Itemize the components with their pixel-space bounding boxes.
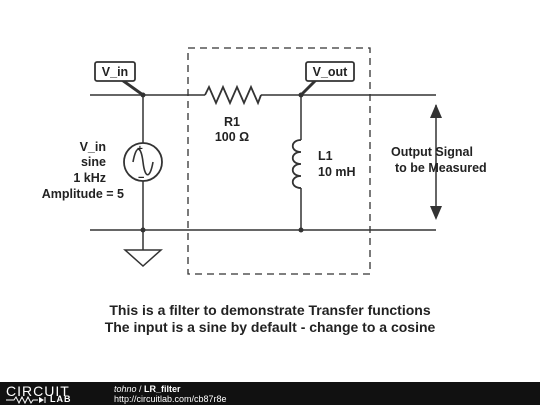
circuitlab-logo[interactable]: CIRCUIT LAB [6, 383, 98, 405]
caption-line-2: The input is a sine by default - change … [104, 319, 436, 335]
circuit-name[interactable]: LR_filter [144, 384, 181, 394]
arrow-up-icon [430, 104, 442, 118]
caption-line-1: This is a filter to demonstrate Transfer… [109, 302, 431, 318]
meta-separator: / [136, 384, 145, 394]
vout-tag-label: V_out [313, 65, 349, 79]
source-minus-sign: − [138, 172, 144, 184]
r1-value: 100 Ω [215, 130, 249, 144]
logo-text-top: CIRCUIT [6, 383, 70, 399]
output-label-line2: to be Measured [395, 161, 487, 175]
resistor-r1[interactable] [204, 84, 262, 106]
inductor-l1[interactable] [291, 139, 302, 189]
r1-name: R1 [224, 115, 240, 129]
circuit-schematic: + − V_in V_out R1 100 Ω L1 10 mH V_in si… [42, 47, 487, 275]
vout-tag[interactable] [305, 61, 355, 82]
logo-text-bottom: LAB [50, 394, 72, 404]
sine-wave-icon [132, 148, 154, 176]
circuit-meta: tohno / LR_filter http://circuitlab.com/… [114, 384, 227, 404]
source-frequency: 1 kHz [73, 171, 106, 185]
logo-resistor-icon [6, 396, 46, 404]
l1-name: L1 [318, 149, 333, 163]
ground-icon [123, 249, 163, 268]
vout-tag-lead [299, 78, 318, 97]
vin-tag-lead [121, 78, 144, 97]
source-amplitude: Amplitude = 5 [42, 187, 124, 201]
junction-dot [140, 227, 146, 233]
vin-tag[interactable] [94, 61, 136, 82]
arrow-down-icon [430, 206, 442, 220]
output-label-line1: Output Signal [391, 145, 473, 159]
source-type: sine [81, 155, 106, 169]
source-plus-sign: + [137, 144, 143, 155]
vin-tag-label: V_in [102, 65, 128, 79]
source-name: V_in [80, 140, 106, 154]
circuit-url[interactable]: http://circuitlab.com/cb87r8e [114, 394, 227, 404]
l1-value: 10 mH [318, 165, 356, 179]
footer-bar: CIRCUIT LAB tohno / LR_filter http://cir… [0, 382, 540, 405]
author-link[interactable]: tohno [114, 384, 137, 394]
dashed-enclosure [187, 47, 371, 275]
